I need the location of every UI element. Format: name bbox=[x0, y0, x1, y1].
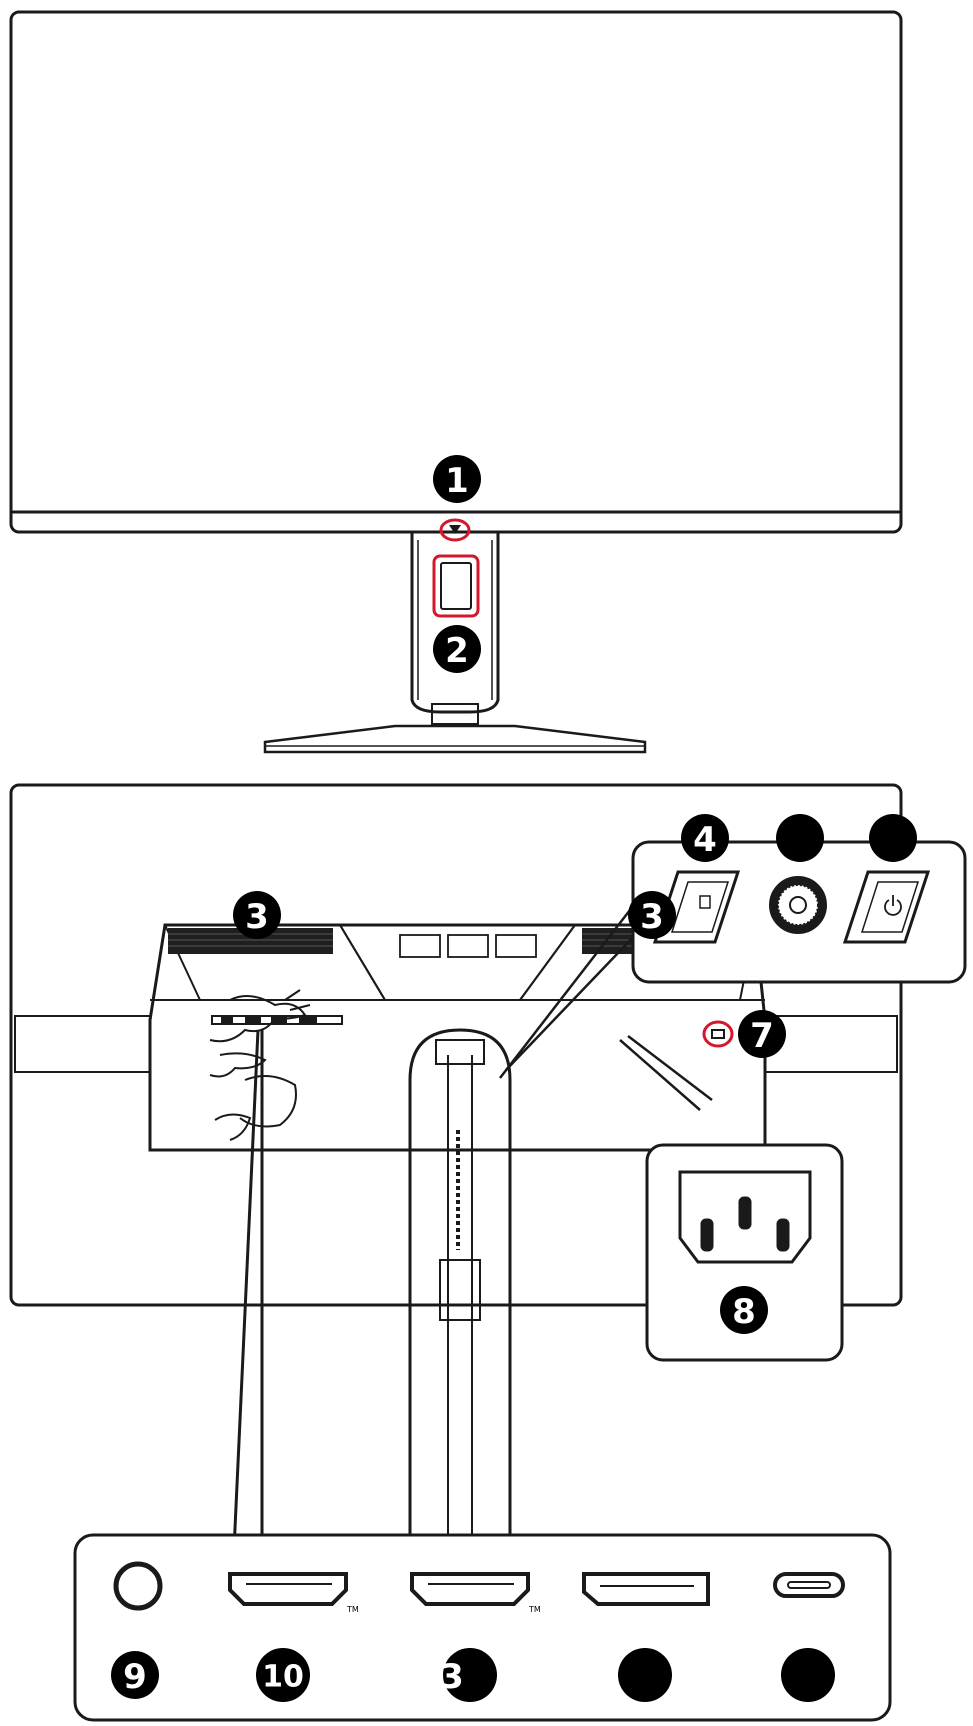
callout-5 bbox=[776, 814, 824, 862]
front-view bbox=[9, 10, 903, 754]
leader-lines-controls bbox=[499, 909, 641, 1079]
rear-stand bbox=[263, 1028, 652, 1614]
callout-6 bbox=[869, 814, 917, 862]
rear-port-strip bbox=[211, 1015, 343, 1025]
hdmi-tm-mark: TM bbox=[346, 1605, 359, 1614]
svg-text:2: 2 bbox=[445, 631, 469, 671]
svg-text:3: 3 bbox=[440, 1657, 464, 1697]
audio-jack-icon bbox=[113, 1561, 163, 1611]
front-stand-base bbox=[263, 724, 647, 754]
callout-7: 7 bbox=[738, 1010, 786, 1058]
displayport-icon bbox=[582, 1572, 710, 1606]
kensington-highlight bbox=[702, 1020, 734, 1048]
power-button-icon bbox=[842, 870, 931, 944]
front-sensor-highlight bbox=[439, 518, 471, 542]
usb-c-port-icon bbox=[773, 1572, 845, 1598]
svg-text:1: 1 bbox=[445, 461, 469, 501]
logo-dragon-icon bbox=[209, 989, 311, 1141]
leader-lines-power bbox=[619, 1035, 713, 1111]
hdmi-port-icon-2 bbox=[410, 1572, 530, 1606]
svg-text:10: 10 bbox=[262, 1660, 304, 1695]
front-screen bbox=[9, 10, 903, 534]
callout-4: 4 bbox=[681, 814, 729, 862]
front-button-highlight bbox=[432, 554, 480, 618]
svg-text:9: 9 bbox=[123, 1657, 147, 1697]
callout-2: 2 bbox=[433, 625, 481, 673]
power-socket-box bbox=[645, 1143, 844, 1362]
svg-text:3: 3 bbox=[245, 897, 269, 937]
svg-text:7: 7 bbox=[750, 1016, 774, 1056]
rear-panel bbox=[9, 783, 903, 1307]
joystick-icon bbox=[769, 876, 827, 934]
callout-10: 10 bbox=[256, 1648, 310, 1702]
svg-text:4: 4 bbox=[693, 820, 717, 860]
power-socket-icon bbox=[678, 1170, 812, 1264]
callout-11: 3 bbox=[440, 1648, 497, 1702]
callout-12 bbox=[618, 1648, 672, 1702]
callout-8: 8 bbox=[720, 1286, 768, 1334]
hdmi-port-icon bbox=[228, 1572, 348, 1606]
hdmi-tm-mark-2: TM bbox=[528, 1605, 541, 1614]
callout-1: 1 bbox=[433, 455, 481, 503]
callout-13 bbox=[781, 1648, 835, 1702]
front-stand-neck bbox=[410, 532, 500, 714]
svg-text:8: 8 bbox=[732, 1292, 756, 1332]
svg-text:3: 3 bbox=[640, 897, 664, 937]
callout-9: 9 bbox=[111, 1651, 159, 1699]
callout-3-right: 3 bbox=[628, 891, 676, 939]
callout-3-left: 3 bbox=[233, 891, 281, 939]
